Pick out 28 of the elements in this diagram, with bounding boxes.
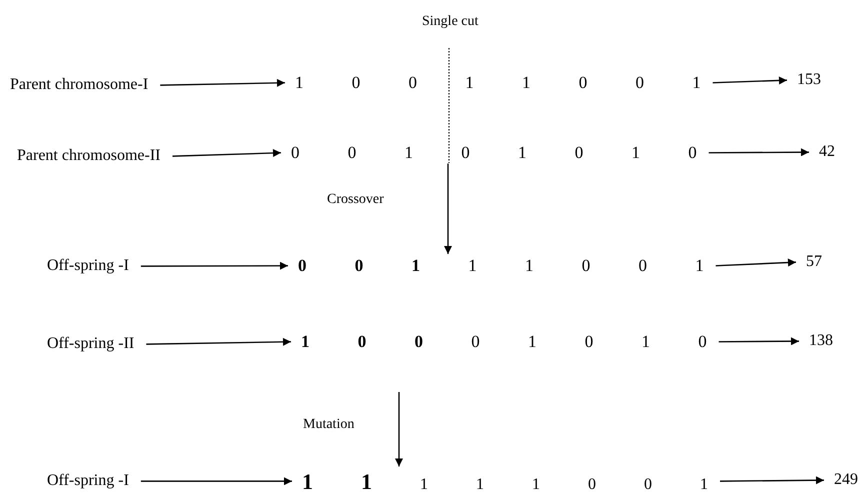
cut-label: Single cut (422, 14, 478, 30)
arrow (708, 148, 809, 156)
decimal-value: 249 (834, 471, 858, 490)
arrow (444, 164, 452, 254)
decimal-value: 42 (819, 143, 835, 162)
bit-string: 1 0 0 0 1 0 1 0 (301, 332, 707, 352)
arrow (172, 149, 282, 158)
chromosome-label: Parent chromosome-II (17, 147, 161, 166)
bit-string: 0 0 1 1 1 0 0 1 (298, 256, 704, 276)
chromosome-label: Off-spring -I (47, 257, 129, 276)
arrow (160, 78, 286, 87)
arrow (146, 338, 292, 346)
chromosome-label: Off-spring -II (47, 335, 134, 354)
bit-string: 1 1 1 1 1 0 0 1 (302, 468, 708, 494)
arrow (140, 262, 288, 270)
decimal-value: 153 (797, 71, 821, 90)
arrow (716, 258, 796, 267)
arrow (720, 476, 824, 484)
bit-string: 0 0 1 0 1 0 1 0 (291, 143, 697, 163)
arrow (712, 76, 788, 84)
chromosome-label: Parent chromosome-I (10, 76, 148, 94)
decimal-value: 57 (806, 253, 822, 272)
arrow (395, 392, 403, 466)
bit-string: 1 0 0 1 1 0 0 1 (295, 73, 701, 93)
decimal-value: 138 (809, 332, 833, 350)
chromosome-label: Off-spring -I (47, 472, 129, 490)
arrow (718, 337, 799, 346)
arrow (140, 477, 292, 486)
